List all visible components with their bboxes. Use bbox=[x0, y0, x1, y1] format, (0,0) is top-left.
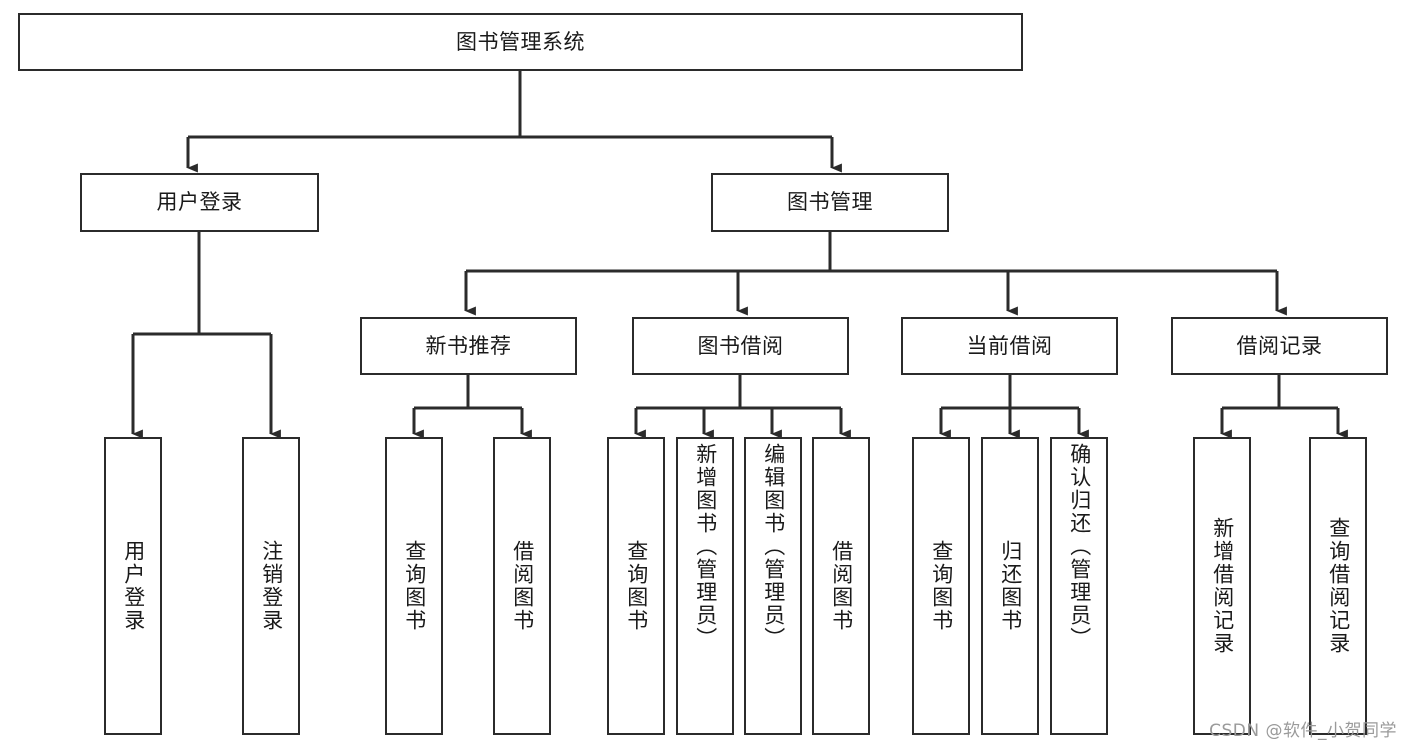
leaf-query-book-1-label: 查询图书 bbox=[402, 540, 427, 632]
leaf-query-book-2-label: 查询图书 bbox=[624, 540, 649, 632]
node-borrow-record[interactable]: 借阅记录 bbox=[1171, 317, 1388, 375]
leaf-confirm-return-label: 确认归还（管理员） bbox=[1067, 443, 1092, 650]
leaf-borrow-book-1[interactable]: 借阅图书 bbox=[493, 437, 551, 735]
node-book-borrow[interactable]: 图书借阅 bbox=[632, 317, 849, 375]
node-new-book-recommend-label: 新书推荐 bbox=[425, 333, 512, 358]
node-current-borrow[interactable]: 当前借阅 bbox=[901, 317, 1118, 375]
leaf-logout-login[interactable]: 注销登录 bbox=[242, 437, 300, 735]
leaf-query-book-1[interactable]: 查询图书 bbox=[385, 437, 443, 735]
node-user-login[interactable]: 用户登录 bbox=[80, 173, 319, 232]
leaf-query-book-2[interactable]: 查询图书 bbox=[607, 437, 665, 735]
leaf-edit-book-label: 编辑图书（管理员） bbox=[761, 443, 786, 650]
node-book-manage[interactable]: 图书管理 bbox=[711, 173, 949, 232]
node-book-borrow-label: 图书借阅 bbox=[697, 333, 784, 358]
node-book-manage-label: 图书管理 bbox=[787, 190, 873, 215]
node-borrow-record-label: 借阅记录 bbox=[1236, 333, 1323, 358]
leaf-query-book-3-label: 查询图书 bbox=[929, 540, 954, 632]
leaf-borrow-book-2-label: 借阅图书 bbox=[829, 540, 854, 632]
leaf-user-login-label: 用户登录 bbox=[121, 540, 146, 632]
leaf-add-record[interactable]: 新增借阅记录 bbox=[1193, 437, 1251, 735]
node-new-book-recommend[interactable]: 新书推荐 bbox=[360, 317, 577, 375]
leaf-borrow-book-2[interactable]: 借阅图书 bbox=[812, 437, 870, 735]
node-root[interactable]: 图书管理系统 bbox=[18, 13, 1023, 71]
leaf-add-book-label: 新增图书（管理员） bbox=[693, 443, 718, 650]
leaf-query-book-3[interactable]: 查询图书 bbox=[912, 437, 970, 735]
leaf-user-login[interactable]: 用户登录 bbox=[104, 437, 162, 735]
leaf-return-book-label: 归还图书 bbox=[998, 540, 1023, 632]
leaf-return-book[interactable]: 归还图书 bbox=[981, 437, 1039, 735]
leaf-add-book[interactable]: 新增图书（管理员） bbox=[676, 437, 734, 735]
leaf-query-record-label: 查询借阅记录 bbox=[1326, 517, 1351, 655]
csdn-watermark: CSDN @软件_小贺同学 bbox=[1209, 721, 1397, 741]
node-current-borrow-label: 当前借阅 bbox=[966, 333, 1053, 358]
leaf-add-record-label: 新增借阅记录 bbox=[1210, 517, 1235, 655]
node-root-label: 图书管理系统 bbox=[456, 29, 585, 54]
leaf-edit-book[interactable]: 编辑图书（管理员） bbox=[744, 437, 802, 735]
leaf-query-record[interactable]: 查询借阅记录 bbox=[1309, 437, 1367, 735]
leaf-confirm-return[interactable]: 确认归还（管理员） bbox=[1050, 437, 1108, 735]
leaf-borrow-book-1-label: 借阅图书 bbox=[510, 540, 535, 632]
node-user-login-label: 用户登录 bbox=[156, 190, 243, 215]
leaf-logout-login-label: 注销登录 bbox=[259, 540, 284, 632]
